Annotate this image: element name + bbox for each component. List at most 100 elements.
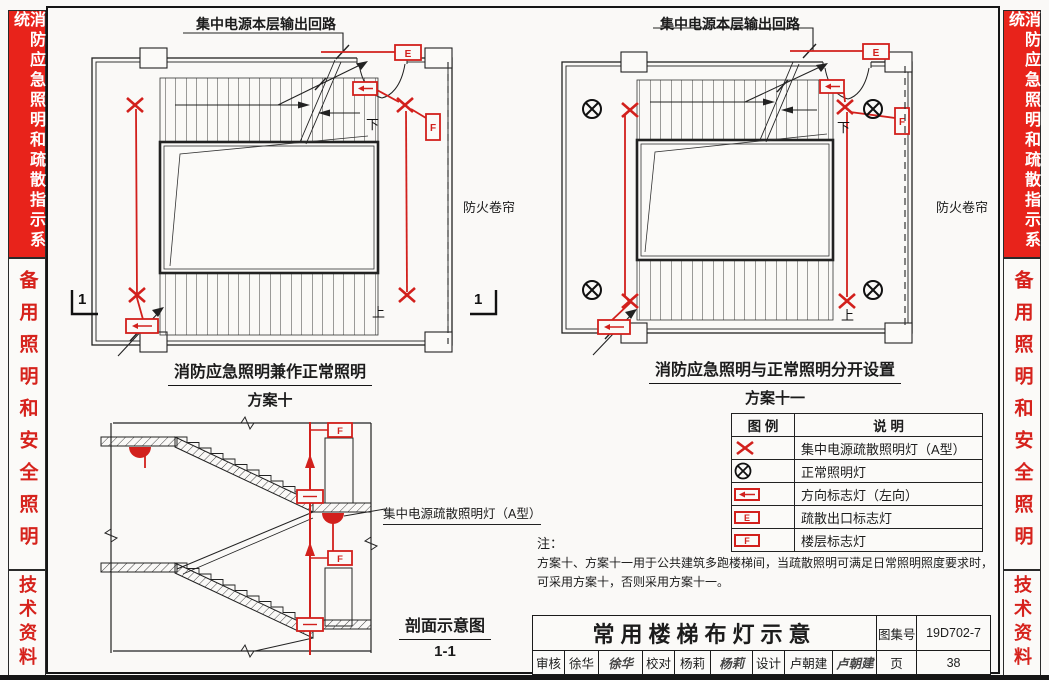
svg-text:1: 1 xyxy=(474,291,482,308)
svg-text:F: F xyxy=(744,536,750,546)
legend-desc: 集中电源疏散照明灯（A型） xyxy=(794,436,983,460)
sheet-bottom-edge xyxy=(0,675,1049,680)
direction-sign-icon xyxy=(597,319,631,335)
stair-treads xyxy=(158,77,380,336)
fire-shutter-label-left: 防火卷帘 xyxy=(463,200,516,215)
direction-sign-icon xyxy=(819,79,845,94)
up-label: 上 xyxy=(841,308,854,323)
direction-sign-icon xyxy=(296,489,324,504)
evac-lamp-symbols xyxy=(621,99,856,309)
emergency-wiring xyxy=(135,51,427,324)
review-label: 审核 xyxy=(532,650,565,675)
drawing-title: 常用楼梯布灯示意 xyxy=(531,615,878,651)
legend-row: 正常照明灯 xyxy=(731,459,983,483)
section-drawing: F F xyxy=(95,408,505,663)
evac-lamp-icon xyxy=(838,293,856,309)
evac-lamp-icon xyxy=(396,97,414,113)
legend-table: 图 例 说 明 集中电源疏散照明灯（A型） 正常照明灯 xyxy=(731,413,983,552)
landings xyxy=(100,436,372,630)
title-block: 常用楼梯布灯示意 图集号 19D702-7 审核 徐华 徐华 校对 杨莉 杨莉 … xyxy=(531,615,992,675)
sheet-frame xyxy=(46,6,1000,674)
page-label: 页 xyxy=(876,650,918,675)
legend-header-desc: 说 明 xyxy=(794,413,983,437)
svg-text:1: 1 xyxy=(78,291,86,308)
design-label: 设计 xyxy=(752,650,785,675)
evac-lamp-icon xyxy=(398,287,416,303)
caption-text: 消防应急照明兼作正常照明 xyxy=(167,358,372,386)
dome-lamp-icon xyxy=(322,513,344,524)
checker-signature: 杨莉 xyxy=(718,655,745,672)
legend-desc: 疏散出口标志灯 xyxy=(794,505,983,529)
legend-desc: 楼层标志灯 xyxy=(794,528,983,552)
sidebar-label: 备用照明和安全照明 xyxy=(1011,270,1033,558)
notes-block: 注： 方案十、方案十一用于公共建筑多跑楼梯间，当疏散照明可满足日常照明照度要求时… xyxy=(537,534,997,591)
sidebar-label: 技术资料 xyxy=(1012,575,1032,671)
dome-lamp-icon xyxy=(129,447,151,458)
svg-text:F: F xyxy=(899,117,905,128)
exit-sign-icon: E xyxy=(734,510,760,524)
svg-text:F: F xyxy=(337,426,343,437)
plan-right-drawing: E F 下 上 xyxy=(545,14,965,358)
direction-sign-left-icon xyxy=(734,487,760,501)
plan-left-drawing: E F 下 上 xyxy=(60,14,505,358)
sidebar-label: 技术资料 xyxy=(17,575,37,671)
svg-text:E: E xyxy=(405,49,412,60)
floor-sign-icon: F xyxy=(734,533,760,547)
sidebar-right-tech-data: 技术资料 xyxy=(1003,570,1041,676)
legend-header-row: 图 例 说 明 xyxy=(731,413,983,437)
legend-row: E 疏散出口标志灯 xyxy=(731,505,983,529)
evac-lamp-icon xyxy=(836,99,854,115)
checker-name: 杨莉 xyxy=(674,650,711,675)
legend-row: 集中电源疏散照明灯（A型） xyxy=(731,436,983,460)
plan-left-caption: 消防应急照明兼作正常照明 方案十 xyxy=(150,358,390,410)
sign-lamp-symbols: E F xyxy=(125,44,441,334)
notes-line: 可采用方案十，否则采用方案十一。 xyxy=(537,574,730,589)
evac-lamp-icon xyxy=(126,97,144,113)
caption-text: 消防应急照明与正常照明分开设置 xyxy=(648,356,901,384)
sidebar-right-backup-lighting: 备用照明和安全照明 xyxy=(1003,258,1041,570)
direction-sign-icon xyxy=(125,318,159,334)
legend-desc: 正常照明灯 xyxy=(794,459,983,483)
atlas-no-label: 图集号 xyxy=(876,615,918,651)
down-label: 下 xyxy=(366,117,379,132)
sidebar-right-fire-system: 消防应急照明和疏散指示系统 xyxy=(1003,10,1041,258)
plan-right-caption: 消防应急照明与正常照明分开设置 方案十一 xyxy=(630,356,920,408)
stair-flights xyxy=(174,436,314,652)
normal-lamp-icon xyxy=(863,280,883,300)
floor-sign-icon: F xyxy=(310,422,353,438)
scheme-label: 方案十 xyxy=(247,392,293,409)
sidebar-left-fire-system: 消防应急照明和疏散指示系统 xyxy=(8,10,46,258)
page-number: 38 xyxy=(916,650,992,675)
legend-header-symbol: 图 例 xyxy=(731,413,795,437)
section-marker-left: 1 xyxy=(70,290,98,316)
centralized-evac-lamp-icon xyxy=(736,440,754,456)
exit-sign-icon: E xyxy=(862,43,890,60)
evac-lamp-icon xyxy=(128,287,146,303)
reviewer-name: 徐华 xyxy=(564,650,599,675)
direction-sign-icon xyxy=(352,81,378,96)
sidebar-left-backup-lighting: 备用照明和安全照明 xyxy=(8,258,46,570)
emergency-riser xyxy=(144,422,334,655)
sidebar-label: 备用照明和安全照明 xyxy=(16,270,38,558)
legend-desc: 方向标志灯（左向） xyxy=(794,482,983,506)
svg-text:F: F xyxy=(430,123,436,134)
evac-lamp-symbols xyxy=(126,97,416,303)
stair-walls xyxy=(91,47,453,353)
designer-name: 卢朝建 xyxy=(784,650,833,675)
atlas-no-value: 19D702-7 xyxy=(916,615,992,651)
floor-sign-icon: F xyxy=(894,107,910,135)
down-label: 下 xyxy=(837,120,850,135)
normal-lamp-symbols xyxy=(582,99,883,300)
svg-text:E: E xyxy=(744,513,750,523)
section-marker-right: 1 xyxy=(470,290,498,316)
section-caption: 剖面示意图 1-1 xyxy=(385,612,505,660)
legend-row: F 楼层标志灯 xyxy=(731,528,983,552)
notes-line: 方案十、方案十一用于公共建筑多跑楼梯间，当疏散照明可满足日常照明照度要求时， xyxy=(537,556,994,571)
reviewer-signature: 徐华 xyxy=(607,655,634,672)
section-lamp-label: 集中电源疏散照明灯（A型） xyxy=(383,503,542,525)
svg-text:F: F xyxy=(337,554,343,565)
sidebar-label: 消防应急照明和疏散指示系统 xyxy=(11,11,44,251)
evac-lamp-icon xyxy=(621,293,639,309)
evac-lamp-icon xyxy=(621,102,639,118)
up-label: 上 xyxy=(372,305,385,320)
